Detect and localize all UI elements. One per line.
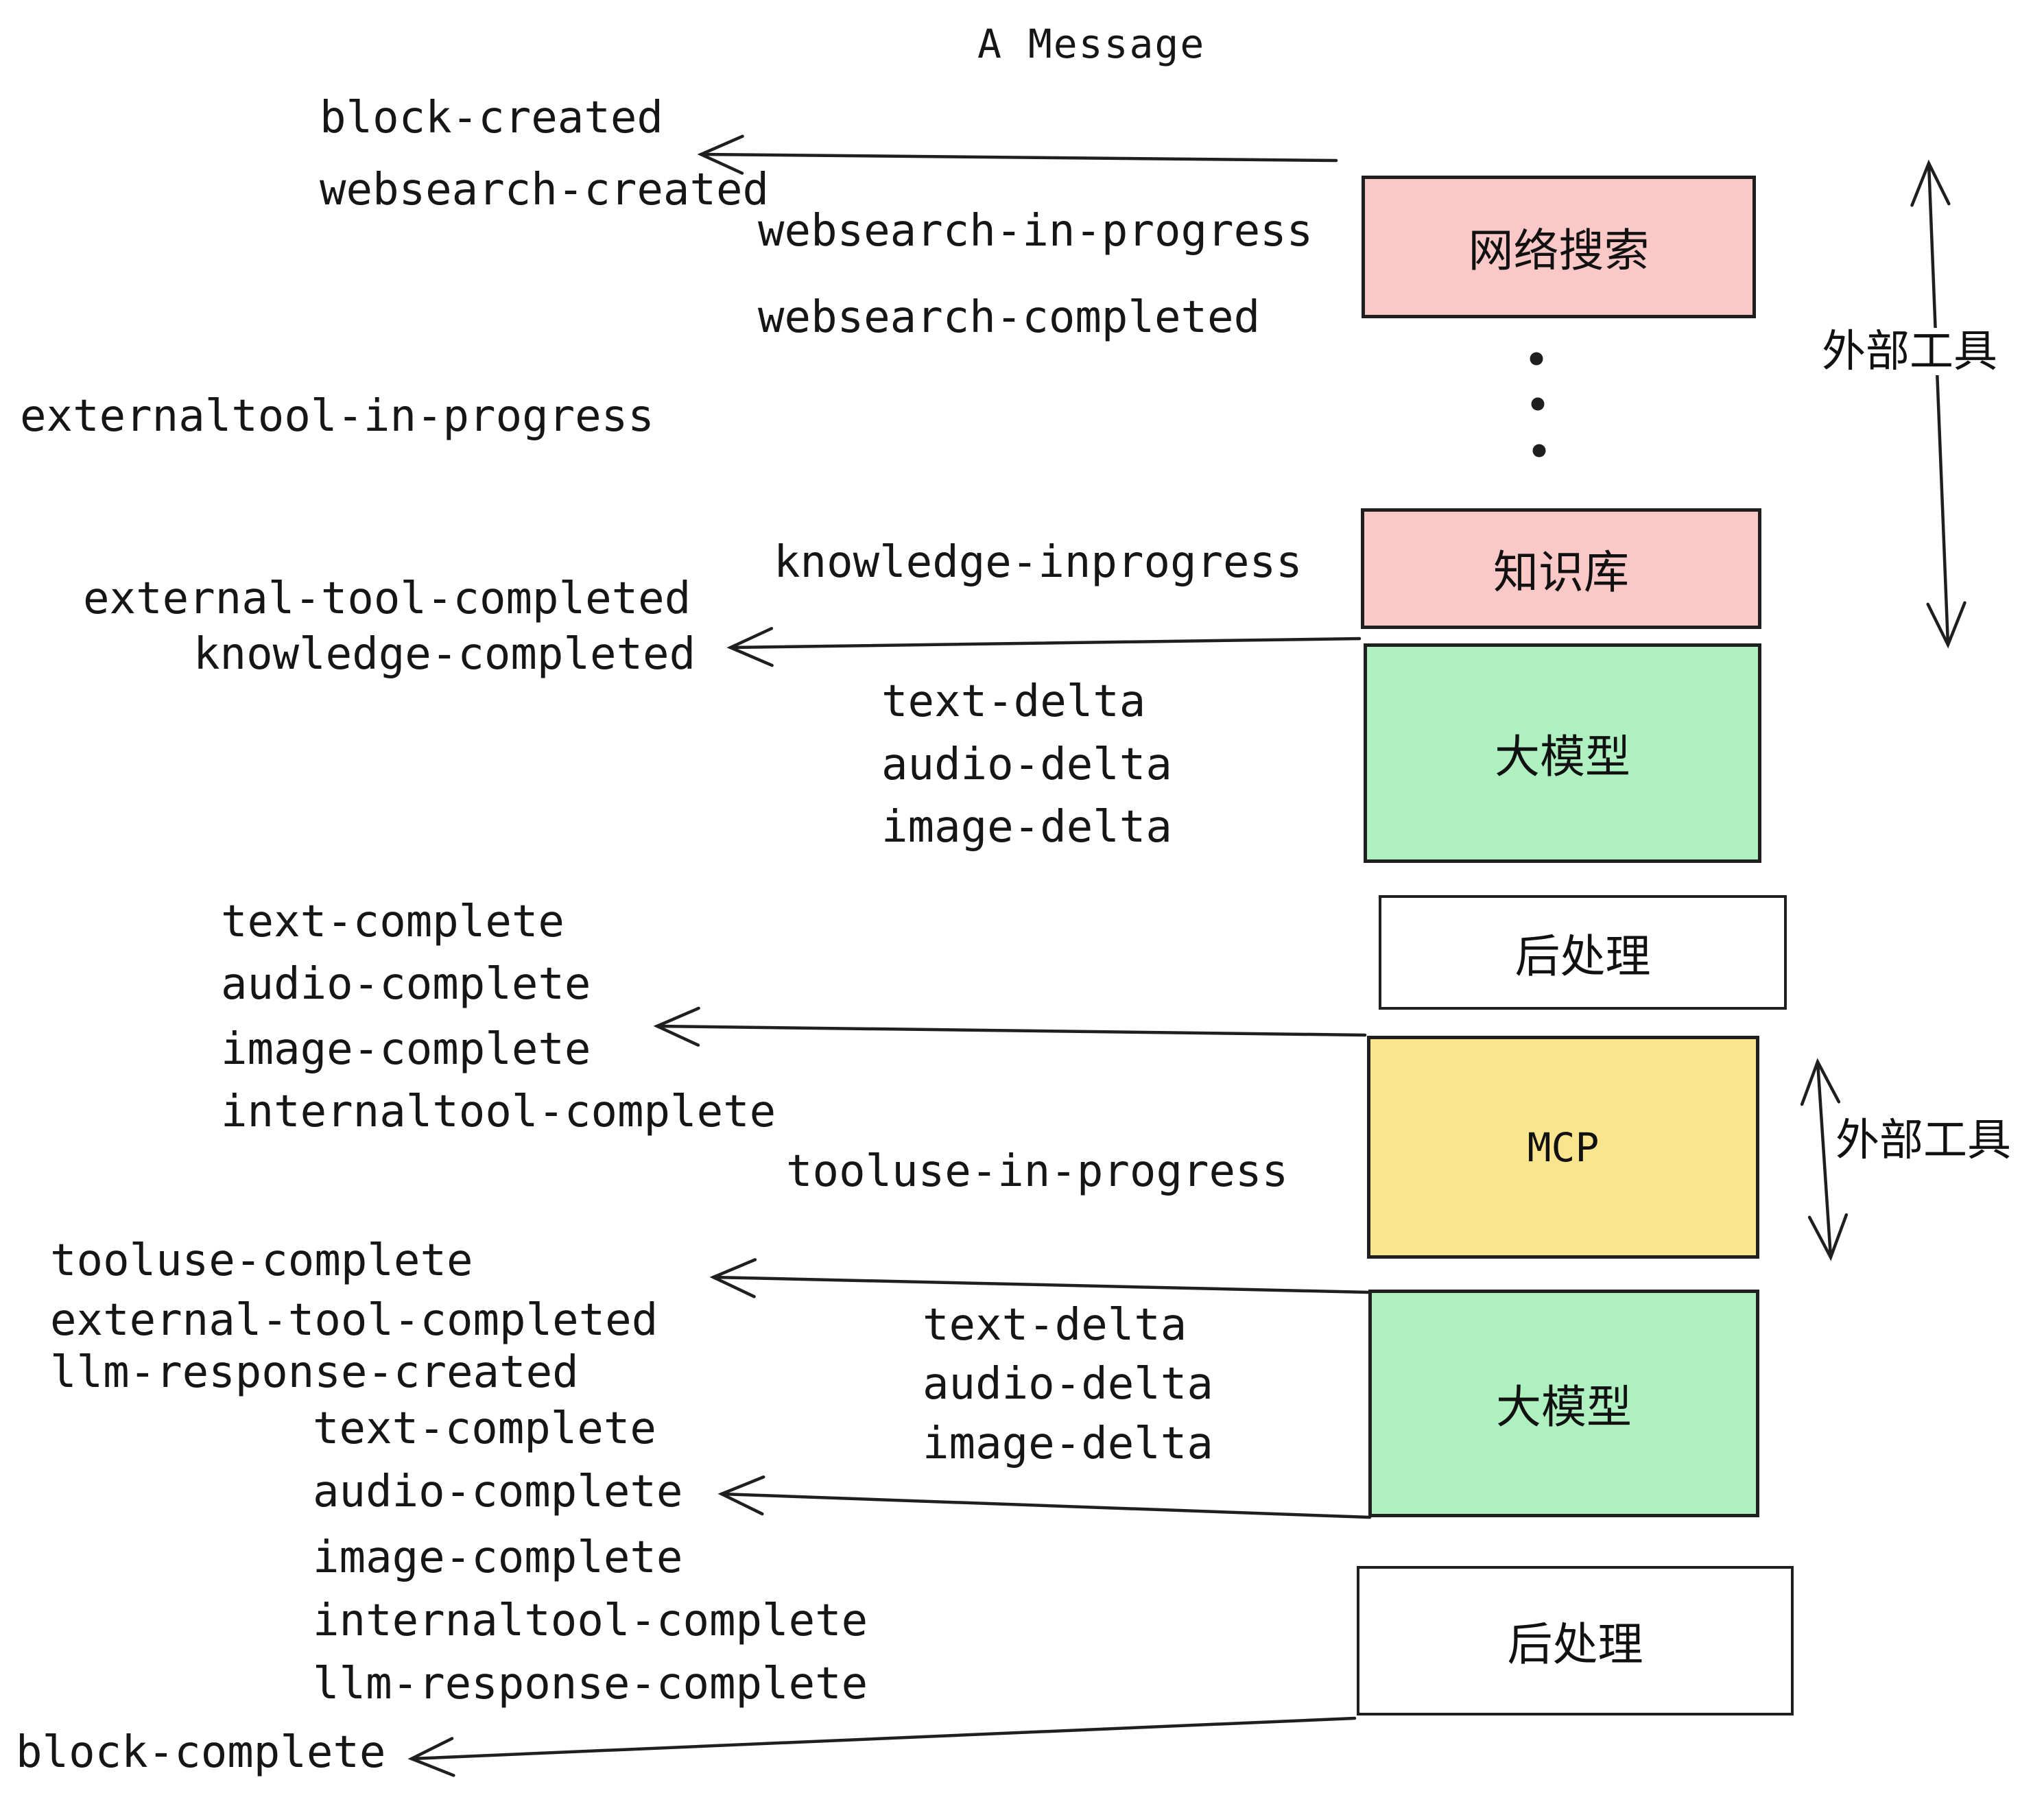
node-postprocess-2-label: 后处理 bbox=[1507, 1619, 1643, 1670]
arrow-post2-to-block-complete bbox=[407, 1716, 1357, 1777]
event-externaltool-in-progress: externaltool-in-progress bbox=[20, 391, 654, 442]
arrow-post1-to-image-complete bbox=[653, 1006, 1367, 1047]
node-llm-2: 大模型 bbox=[1368, 1290, 1759, 1517]
event-image-complete-2: image-complete bbox=[313, 1532, 683, 1583]
event-block-complete: block-complete bbox=[16, 1727, 386, 1778]
diagram-title: A Message bbox=[977, 21, 1206, 67]
node-mcp: MCP bbox=[1367, 1036, 1759, 1259]
event-websearch-in-progress: websearch-in-progress bbox=[758, 206, 1314, 257]
event-image-complete: image-complete bbox=[221, 1024, 591, 1075]
arrow-llm2-to-tooluse-complete bbox=[709, 1258, 1370, 1298]
event-audio-complete-2: audio-complete bbox=[313, 1467, 683, 1517]
event-tooluse-in-progress: tooluse-in-progress bbox=[786, 1146, 1289, 1197]
event-text-delta-2: text-delta bbox=[923, 1300, 1187, 1351]
annotation-external-tools-2: 外部工具 bbox=[1835, 1115, 2011, 1165]
event-websearch-created: websearch-created bbox=[320, 165, 770, 215]
event-block-created: block-created bbox=[320, 93, 663, 143]
node-postprocess-1: 后处理 bbox=[1379, 895, 1787, 1010]
node-llm-1-label: 大模型 bbox=[1495, 731, 1630, 782]
node-websearch: 网络搜索 bbox=[1362, 176, 1756, 318]
event-llm-response-complete: llm-response-complete bbox=[313, 1659, 868, 1709]
event-llm-response-created: llm-response-created bbox=[50, 1347, 579, 1398]
arrow-llm2-to-audio-complete bbox=[717, 1475, 1372, 1519]
event-internaltool-complete: internaltool-complete bbox=[221, 1087, 776, 1137]
event-text-complete-2: text-complete bbox=[313, 1403, 656, 1454]
node-knowledge-label: 知识库 bbox=[1493, 547, 1629, 597]
arrow-knowledge-to-knowledge-completed bbox=[726, 626, 1362, 667]
annotation-external-tools-1: 外部工具 bbox=[1818, 327, 2001, 376]
event-audio-complete: audio-complete bbox=[221, 959, 591, 1010]
event-audio-delta: audio-delta bbox=[881, 739, 1172, 790]
node-websearch-label: 网络搜索 bbox=[1468, 225, 1650, 276]
event-knowledge-completed: knowledge-completed bbox=[193, 629, 696, 680]
node-knowledge: 知识库 bbox=[1361, 508, 1761, 629]
event-tooluse-complete: tooluse-complete bbox=[50, 1235, 473, 1286]
event-text-complete: text-complete bbox=[221, 897, 565, 947]
event-external-tool-completed: external-tool-completed bbox=[83, 573, 691, 624]
external-tools-arrow-2 bbox=[1800, 1058, 1849, 1261]
arrow-websearch-to-block-created bbox=[697, 134, 1338, 175]
node-postprocess-1-label: 后处理 bbox=[1514, 930, 1651, 982]
event-internaltool-complete-2: internaltool-complete bbox=[313, 1595, 868, 1646]
event-image-delta-2: image-delta bbox=[923, 1419, 1213, 1469]
event-audio-delta-2: audio-delta bbox=[923, 1359, 1213, 1410]
node-mcp-label: MCP bbox=[1527, 1124, 1600, 1171]
node-llm-1: 大模型 bbox=[1364, 643, 1761, 863]
event-image-delta: image-delta bbox=[881, 802, 1172, 853]
node-llm-2-label: 大模型 bbox=[1496, 1381, 1632, 1432]
vertical-ellipsis-icon bbox=[1530, 352, 1546, 458]
external-tools-arrow-1 bbox=[1910, 159, 1966, 649]
node-postprocess-2: 后处理 bbox=[1357, 1566, 1794, 1716]
event-knowledge-inprogress: knowledge-inprogress bbox=[774, 537, 1303, 588]
event-text-delta: text-delta bbox=[881, 676, 1146, 727]
event-websearch-completed: websearch-completed bbox=[758, 292, 1261, 343]
event-external-tool-completed-2: external-tool-completed bbox=[50, 1295, 658, 1346]
